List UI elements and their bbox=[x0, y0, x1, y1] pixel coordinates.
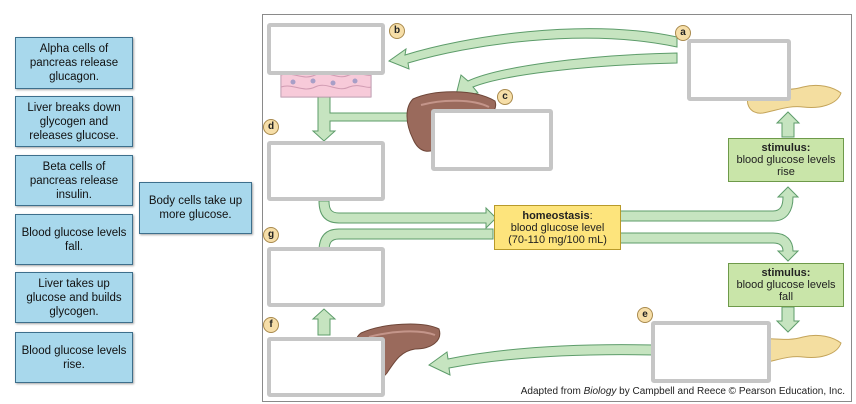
stimulus-rise-title: stimulus: bbox=[761, 142, 811, 154]
marker-g: g bbox=[263, 227, 279, 243]
arrow-d-to-homeostasis bbox=[318, 200, 497, 230]
card-label: Liver takes up glucose and builds glycog… bbox=[26, 277, 122, 318]
drop-slot-d[interactable] bbox=[267, 141, 385, 201]
stimulus-rise-text: blood glucose levels rise bbox=[736, 154, 836, 178]
marker-d: d bbox=[263, 119, 279, 135]
diagram-panel: a b c d e f g homeostasis: blood glucose… bbox=[262, 14, 852, 402]
stimulus-fall-box: stimulus: blood glucose levels fall bbox=[728, 263, 844, 307]
card-beta-cells[interactable]: Beta cells of pancreas release insulin. bbox=[15, 155, 133, 206]
card-label: Body cells take up more glucose. bbox=[148, 195, 243, 221]
arrow-homeostasis-to-rise bbox=[618, 186, 800, 222]
marker-f: f bbox=[263, 317, 279, 333]
arrow-to-pancreas-bottom bbox=[775, 306, 801, 333]
arrow-cells-to-d bbox=[311, 96, 414, 142]
drop-slot-g[interactable] bbox=[267, 247, 385, 307]
arrow-f-to-g bbox=[311, 308, 337, 336]
card-label: Blood glucose levels rise. bbox=[21, 344, 127, 371]
card-body-cells[interactable]: Body cells take up more glucose. bbox=[139, 182, 252, 234]
arrow-g-to-homeostasis bbox=[318, 228, 494, 252]
arrow-a-to-b bbox=[387, 28, 678, 70]
arrow-homeostasis-to-fall bbox=[618, 232, 800, 262]
card-label: Alpha cells of pancreas release glucagon… bbox=[29, 43, 119, 83]
credit-before: Adapted from bbox=[520, 386, 584, 397]
card-alpha-cells[interactable]: Alpha cells of pancreas release glucagon… bbox=[15, 37, 133, 89]
drop-slot-b[interactable] bbox=[267, 23, 385, 75]
stimulus-fall-text: blood glucose levels fall bbox=[736, 279, 836, 303]
card-glucose-fall[interactable]: Blood glucose levels fall. bbox=[15, 214, 133, 265]
arrow-to-pancreas-top bbox=[775, 111, 801, 138]
marker-a: a bbox=[675, 25, 691, 41]
drop-slot-f[interactable] bbox=[267, 337, 385, 397]
marker-c: c bbox=[497, 89, 513, 105]
card-liver-breaks-down[interactable]: Liver breaks down glycogen and releases … bbox=[15, 96, 133, 147]
card-glucose-rise[interactable]: Blood glucose levels rise. bbox=[15, 332, 133, 383]
card-liver-takes-up[interactable]: Liver takes up glucose and builds glycog… bbox=[15, 272, 133, 323]
drop-slot-e[interactable] bbox=[651, 321, 771, 383]
homeostasis-box: homeostasis: blood glucose level (70-110… bbox=[494, 205, 621, 250]
credit-book: Biology bbox=[583, 386, 617, 397]
marker-b: b bbox=[389, 23, 405, 39]
marker-e: e bbox=[637, 307, 653, 323]
card-label: Liver breaks down glycogen and releases … bbox=[27, 101, 121, 142]
homeostasis-title: homeostasis bbox=[522, 209, 590, 222]
drop-slot-a[interactable] bbox=[687, 39, 791, 101]
homeostasis-line2: (70-110 mg/100 mL) bbox=[508, 233, 607, 246]
credit-line: Adapted from Biology by Campbell and Ree… bbox=[521, 386, 845, 397]
arrow-e-to-liver-bottom bbox=[428, 344, 656, 376]
card-label: Beta cells of pancreas release insulin. bbox=[29, 160, 119, 201]
stimulus-fall-title: stimulus: bbox=[761, 267, 811, 279]
credit-after: by Campbell and Reece © Pearson Educatio… bbox=[616, 386, 845, 397]
homeostasis-line1: blood glucose level bbox=[510, 221, 605, 234]
card-label: Blood glucose levels fall. bbox=[21, 226, 127, 253]
drop-slot-c[interactable] bbox=[431, 109, 553, 171]
arrow-a-to-liver-top bbox=[454, 52, 678, 100]
stimulus-rise-box: stimulus: blood glucose levels rise bbox=[728, 138, 844, 182]
